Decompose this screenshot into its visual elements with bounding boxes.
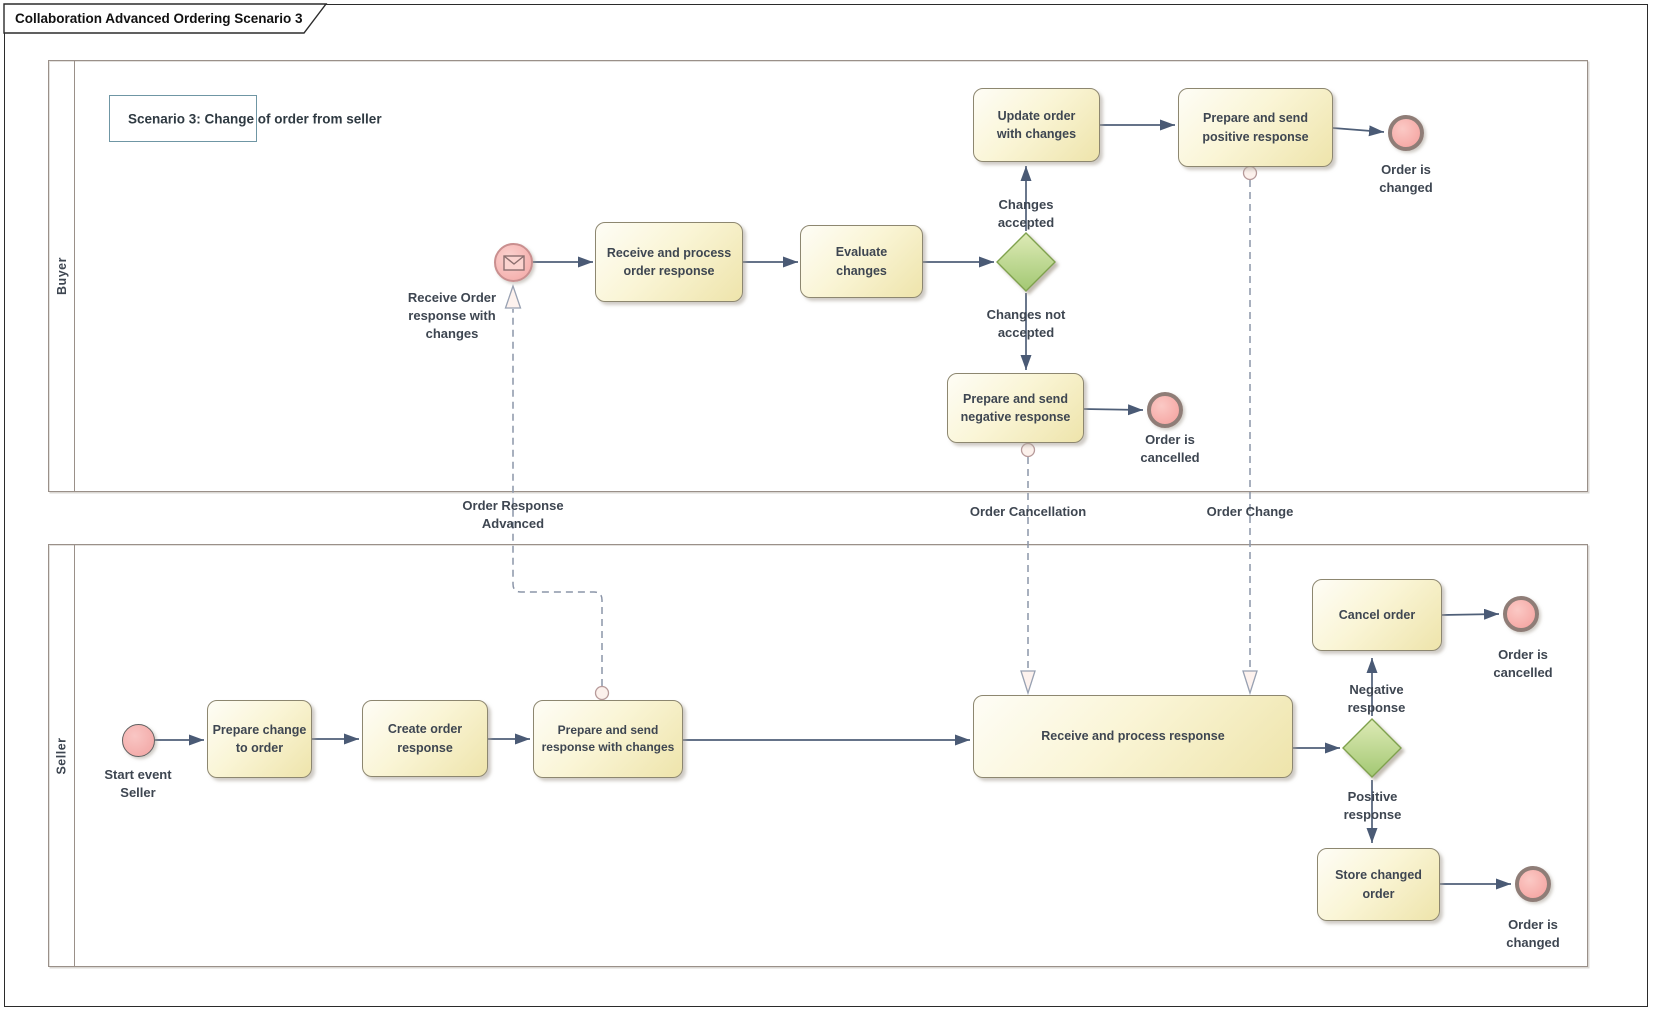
task-cancel-order[interactable]: Cancel order (1312, 579, 1442, 651)
task-label: Create order response (387, 722, 463, 755)
message-flow-order-response-advanced[interactable] (512, 309, 603, 686)
text-annotation-scenario[interactable]: Scenario 3: Change of order from seller (109, 95, 382, 142)
start-event-receive-order-response[interactable] (494, 243, 533, 282)
message-source-send-response (594, 685, 610, 701)
task-label: Store changed order (1335, 868, 1422, 901)
label-negative-response: Negative response (1347, 682, 1406, 716)
end-event-order-is-cancelled-seller[interactable] (1503, 596, 1539, 632)
label-start-event-seller: Start event Seller (104, 767, 172, 801)
sequence-flow-negative-to-end[interactable] (1083, 404, 1144, 416)
label-order-is-changed-seller: Order is changed (1506, 917, 1560, 951)
title-tab-shape (3, 3, 328, 34)
gateway-evaluate-changes[interactable] (996, 232, 1056, 292)
sequence-flow-positive-to-end[interactable] (1332, 125, 1385, 137)
task-label: Prepare and send response with changes (541, 722, 675, 754)
task-label: Prepare and send positive response (1202, 111, 1309, 144)
end-event-order-is-changed-buyer[interactable] (1388, 115, 1424, 151)
task-label: Prepare and send negative response (960, 391, 1071, 424)
diagram-frame (4, 4, 1648, 1007)
label-changes-not-accepted: Changes not accepted (986, 307, 1066, 341)
task-label: Receive and process order response (606, 245, 732, 278)
lane-label-strip-buyer: Buyer (49, 61, 75, 491)
task-label: Cancel order (1338, 607, 1416, 622)
label-order-is-changed-buyer: Order is changed (1379, 162, 1433, 196)
end-event-order-is-changed-seller[interactable] (1515, 866, 1551, 902)
message-source-positive-response (1242, 165, 1258, 181)
start-event-seller[interactable] (122, 724, 155, 757)
end-event-order-is-cancelled-buyer[interactable] (1147, 392, 1183, 428)
label-order-change: Order Change (1206, 504, 1294, 519)
label-positive-response: Positive response (1343, 789, 1402, 823)
label-order-is-cancelled-seller: Order is cancelled (1493, 647, 1553, 681)
message-source-negative-response (1020, 442, 1036, 458)
label-order-cancellation: Order Cancellation (969, 504, 1087, 519)
task-receive-and-process-response[interactable]: Receive and process response (973, 695, 1293, 778)
lane-label-strip-seller: Seller (49, 545, 75, 966)
gateway-response-type[interactable] (1342, 718, 1402, 778)
diagram-title: Collaboration Advanced Ordering Scenario… (15, 11, 303, 26)
message-arrowhead-order-response (504, 283, 522, 309)
label-receive-order-response: Receive Order response with changes (407, 290, 497, 342)
label-changes-accepted: Changes accepted (997, 197, 1055, 231)
task-store-changed-order[interactable]: Store changed order (1317, 848, 1440, 921)
task-prepare-change-to-order[interactable]: Prepare change to order (207, 700, 312, 778)
message-arrowhead-order-change (1242, 670, 1258, 696)
task-prepare-send-negative-response[interactable]: Prepare and send negative response (947, 373, 1084, 443)
task-prepare-send-positive-response[interactable]: Prepare and send positive response (1178, 88, 1333, 167)
message-envelope-icon (502, 254, 525, 271)
sequence-flow-cancel-to-end[interactable] (1441, 608, 1500, 620)
task-prepare-send-response-with-changes[interactable]: Prepare and send response with changes (533, 700, 683, 778)
task-label: Update order with changes (996, 108, 1077, 141)
label-order-response-advanced: Order Response Advanced (462, 498, 564, 532)
task-label: Evaluate changes (835, 245, 888, 278)
task-receive-process-order-response[interactable]: Receive and process order response (595, 222, 743, 302)
task-update-order-with-changes[interactable]: Update order with changes (973, 88, 1100, 162)
task-label: Receive and process response (1041, 729, 1225, 744)
annotation-text: Scenario 3: Change of order from seller (128, 111, 382, 126)
task-label: Prepare change to order (212, 722, 307, 755)
label-order-is-cancelled-buyer: Order is cancelled (1140, 432, 1200, 466)
task-evaluate-changes[interactable]: Evaluate changes (800, 225, 923, 298)
task-create-order-response[interactable]: Create order response (362, 700, 488, 777)
message-arrowhead-order-cancellation (1020, 670, 1036, 696)
